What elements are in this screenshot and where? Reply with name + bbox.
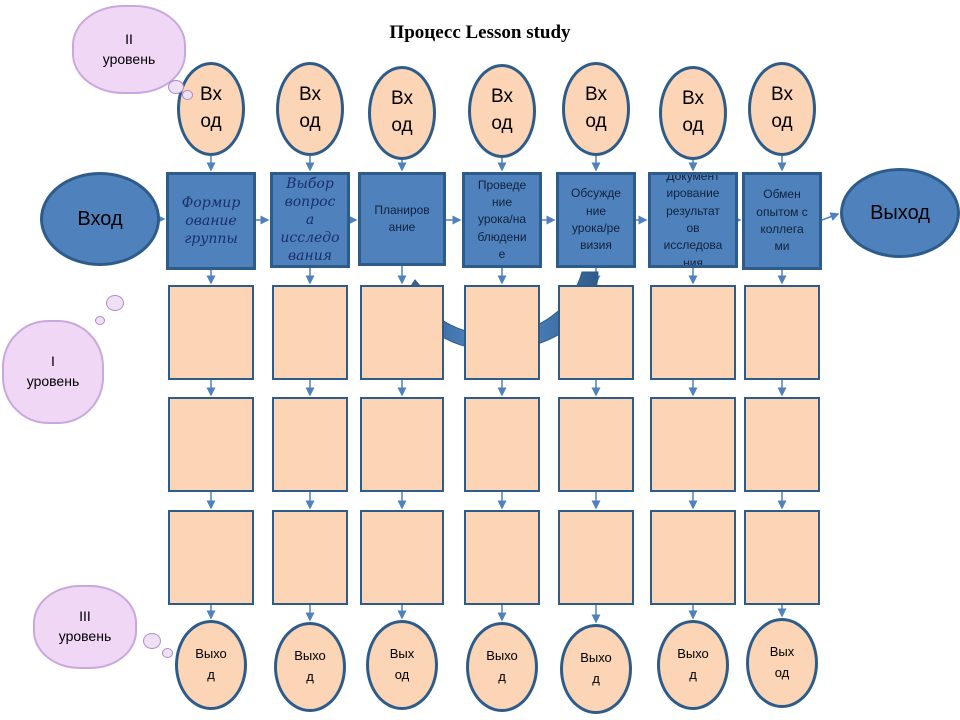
process-step: Обмен опытом с коллега ми — [742, 172, 822, 270]
cloud-bubble — [95, 316, 105, 325]
empty-cell — [558, 285, 634, 380]
output-ellipse: Выхо д — [274, 622, 346, 712]
input-ellipse: Вх од — [659, 66, 727, 160]
empty-cell — [650, 285, 736, 380]
empty-cell — [272, 510, 348, 605]
input-ellipse: Вх од — [177, 62, 245, 156]
input-ellipse: Вх од — [368, 66, 436, 160]
empty-cell — [650, 397, 736, 492]
process-step: Выбор вопрос а исследо вания — [270, 172, 350, 268]
empty-cell — [558, 397, 634, 492]
process-step: Планиров ание — [358, 172, 446, 266]
empty-cell — [360, 510, 444, 605]
empty-cell — [744, 397, 820, 492]
process-step: Документ ирование результат ов исследова… — [648, 172, 738, 268]
cloud-bubble — [143, 633, 161, 649]
input-node: Вход — [40, 172, 160, 266]
empty-cell — [558, 510, 634, 605]
empty-cell — [272, 397, 348, 492]
input-ellipse: Вх од — [748, 62, 816, 156]
cloud-bubble — [168, 80, 184, 94]
output-ellipse: Выхо д — [560, 624, 632, 714]
empty-cell — [360, 285, 444, 380]
output-ellipse: Вых од — [746, 618, 818, 708]
cloud-bubble — [162, 648, 173, 658]
empty-cell — [168, 285, 254, 380]
empty-cell — [464, 510, 540, 605]
empty-cell — [272, 285, 348, 380]
empty-cell — [464, 285, 540, 380]
connector-arrow — [821, 212, 840, 221]
empty-cell — [168, 397, 254, 492]
process-step: Проведе ние урока/на блюдени е — [462, 172, 542, 268]
empty-cell — [168, 510, 254, 605]
output-ellipse: Вых од — [366, 620, 438, 710]
output-ellipse: Выхо д — [175, 620, 247, 710]
cloud-bubble — [106, 295, 124, 311]
process-step: Формир ование группы — [166, 172, 256, 270]
level-cloud-2: II уровень — [72, 5, 186, 94]
empty-cell — [464, 397, 540, 492]
level-cloud-3: III уровень — [33, 585, 137, 669]
input-ellipse: Вх од — [562, 62, 630, 156]
process-step: Обсужде ние урока/ре визия — [556, 172, 636, 268]
empty-cell — [650, 510, 736, 605]
level-cloud-1: I уровень — [2, 320, 104, 424]
empty-cell — [360, 397, 444, 492]
output-ellipse: Выхо д — [466, 622, 538, 712]
input-ellipse: Вх од — [276, 62, 344, 156]
empty-cell — [744, 285, 820, 380]
cloud-bubble — [182, 90, 193, 100]
page-title: Процесс Lesson study — [389, 22, 571, 43]
output-node: Выход — [840, 168, 960, 258]
empty-cell — [744, 510, 820, 605]
output-ellipse: Выхо д — [657, 620, 729, 710]
input-ellipse: Вх од — [468, 64, 536, 158]
